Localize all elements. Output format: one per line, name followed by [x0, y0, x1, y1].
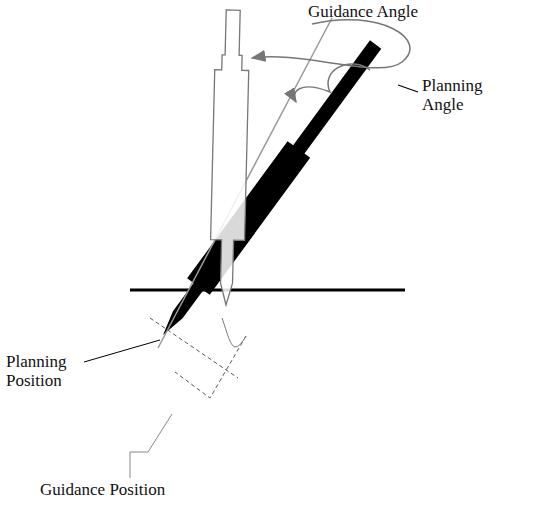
surface-line — [130, 289, 405, 292]
planning-angle-arrow — [294, 64, 370, 102]
guidance-tool — [209, 10, 250, 306]
guidance-position-dash — [175, 336, 246, 398]
annotation-label: Planning Position — [6, 352, 86, 390]
guidance-angle-arrow — [252, 20, 410, 68]
leader-line — [398, 85, 418, 92]
annotation-label: Guidance Angle — [308, 2, 448, 21]
annotation-label: Planning Angle — [422, 76, 500, 114]
guidance-tip-curve — [222, 318, 246, 347]
planning-tool — [152, 36, 387, 343]
leader-line — [84, 340, 160, 362]
leader-line — [130, 414, 172, 478]
annotation-label: Guidance Position — [40, 480, 240, 499]
